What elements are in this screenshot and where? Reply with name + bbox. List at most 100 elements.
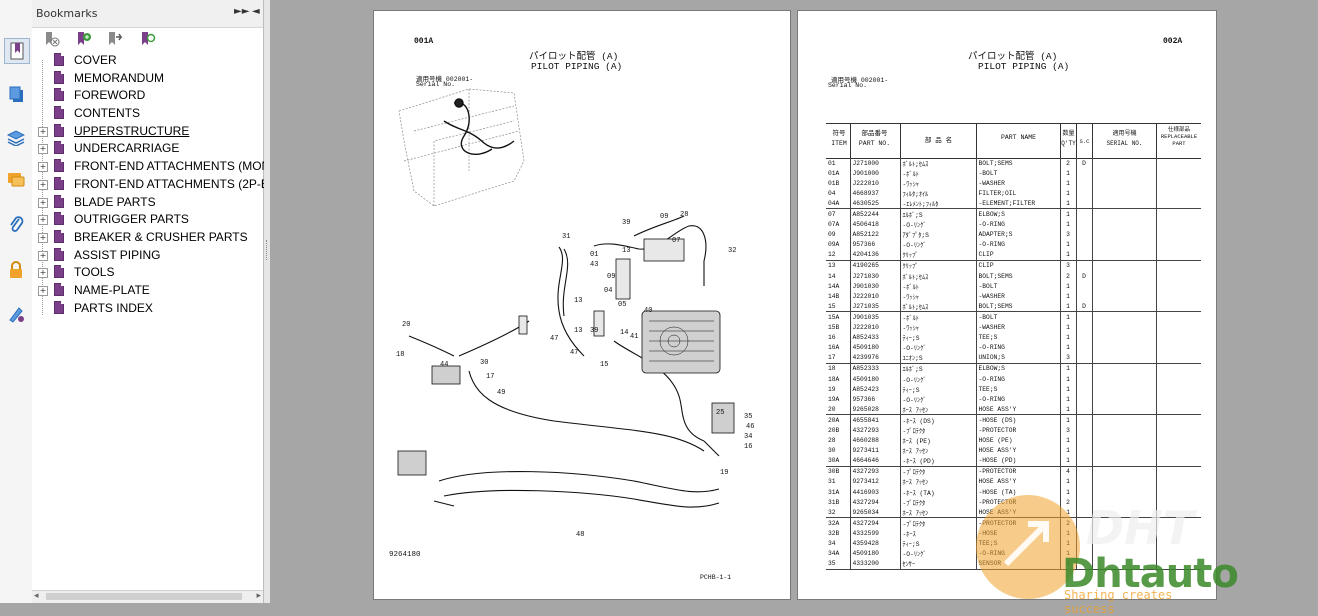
bookmark-item[interactable]: +TOOLS bbox=[32, 264, 263, 282]
table-cell bbox=[1155, 301, 1201, 313]
expand-icon[interactable]: + bbox=[38, 126, 48, 137]
table-cell: 4664646 bbox=[849, 455, 900, 467]
panel-splitter[interactable] bbox=[264, 0, 270, 603]
expand-icon[interactable]: + bbox=[38, 285, 48, 296]
table-cell bbox=[1155, 394, 1201, 405]
scroll-left-arrow-icon[interactable]: ◂ bbox=[34, 591, 39, 601]
table-cell: 19A bbox=[828, 395, 840, 403]
table-cell: -ELEMENT;FILTER bbox=[975, 198, 1060, 210]
table-cell bbox=[1075, 322, 1092, 333]
table-cell: 07A bbox=[828, 221, 840, 229]
bookmark-item[interactable]: +ASSIST PIPING bbox=[32, 247, 263, 265]
table-cell: -BOLT bbox=[975, 281, 1060, 292]
callout-label: 16 bbox=[744, 443, 753, 451]
table-cell: 09A bbox=[828, 241, 840, 249]
table-cell bbox=[1155, 466, 1201, 477]
bookmark-item[interactable]: +FRONT-END ATTACHMENTS (MON bbox=[32, 158, 270, 176]
scroll-right-arrow-icon[interactable]: ▸ bbox=[256, 591, 261, 601]
title-en: PILOT PIPING (A) bbox=[531, 61, 623, 72]
table-cell: 3 bbox=[1059, 425, 1076, 436]
table-cell: J271030 bbox=[849, 271, 900, 282]
bookmark-item[interactable]: FOREWORD bbox=[32, 87, 263, 105]
table-cell: 15 bbox=[826, 301, 850, 313]
table-cell bbox=[1155, 208, 1201, 220]
bookmarks-panel-button[interactable] bbox=[4, 38, 30, 64]
table-cell bbox=[1155, 352, 1201, 364]
signatures-button[interactable] bbox=[4, 302, 28, 326]
bookmark-item[interactable]: CONTENTS bbox=[32, 105, 263, 123]
table-cell: 1 bbox=[1059, 281, 1076, 292]
table-cell: 4509180 bbox=[849, 548, 900, 559]
expand-bookmark-button[interactable] bbox=[106, 30, 124, 48]
parts-table-wrap: 01J271000ﾎﾞﾙﾄ;ｾﾑｽBOLT;SEMS2D01AJ901000-ﾎ… bbox=[826, 158, 1201, 570]
table-cell: -BOLT bbox=[975, 311, 1060, 323]
table-cell: ﾃｨｰ;S bbox=[899, 384, 976, 395]
expand-icon[interactable]: + bbox=[38, 232, 48, 243]
figure-number: 9264180 bbox=[389, 551, 421, 559]
bookmark-item[interactable]: +BLADE PARTS bbox=[32, 194, 263, 212]
bookmark-item[interactable]: COVER bbox=[32, 52, 263, 70]
panel-options-icon[interactable]: ►► bbox=[234, 6, 250, 17]
bookmark-item[interactable]: +BREAKER & CRUSHER PARTS bbox=[32, 229, 263, 247]
table-cell: 09 bbox=[828, 231, 836, 239]
expand-icon[interactable]: + bbox=[38, 268, 48, 279]
table-cell: D bbox=[1075, 271, 1092, 282]
table-cell: 1 bbox=[1059, 455, 1076, 467]
table-cell bbox=[1091, 435, 1156, 446]
delete-bookmark-button[interactable] bbox=[42, 30, 60, 48]
attachments-button[interactable] bbox=[4, 212, 28, 236]
table-cell: -O-ﾘﾝｸﾞ bbox=[899, 342, 976, 353]
bookmark-item[interactable]: PARTS INDEX bbox=[32, 300, 263, 318]
table-cell bbox=[1155, 322, 1201, 333]
panel-title: Bookmarks bbox=[36, 7, 98, 20]
bookmark-item[interactable]: + FRONT-END ATTACHMENTS (2P-B bbox=[32, 176, 269, 194]
bookmark-item[interactable]: MEMORANDUM bbox=[32, 70, 263, 88]
expand-icon[interactable]: + bbox=[38, 162, 48, 173]
expand-icon[interactable]: + bbox=[38, 197, 48, 208]
table-cell bbox=[1155, 178, 1201, 189]
bookmark-label: FRONT-END ATTACHMENTS (2P-B bbox=[74, 176, 269, 191]
table-cell: 1 bbox=[1059, 311, 1076, 323]
table-cell bbox=[1075, 476, 1092, 487]
expand-icon[interactable]: + bbox=[38, 250, 48, 261]
table-cell bbox=[1155, 168, 1201, 179]
table-cell: 1 bbox=[1059, 342, 1076, 353]
table-cell: -ﾜｯｼｬ bbox=[899, 291, 976, 302]
expand-icon[interactable]: + bbox=[38, 215, 48, 226]
table-cell: 9265028 bbox=[849, 404, 900, 416]
header-partno-jp: 部品番号 bbox=[861, 130, 888, 137]
bookmark-item[interactable]: +UNDERCARRIAGE bbox=[32, 140, 263, 158]
layers-button[interactable] bbox=[4, 126, 28, 150]
table-cell: 32B bbox=[828, 529, 840, 537]
page-thumbnails-button[interactable] bbox=[4, 82, 28, 106]
delete-bookmark-icon bbox=[46, 32, 60, 47]
table-cell: 4 bbox=[1059, 466, 1076, 477]
expand-bookmark-icon bbox=[109, 32, 123, 45]
table-cell bbox=[1091, 373, 1156, 385]
expand-icon[interactable]: + bbox=[38, 144, 48, 155]
table-cell bbox=[1075, 455, 1092, 467]
collapse-panel-icon[interactable]: ◄ bbox=[252, 6, 260, 17]
expand-icon[interactable]: + bbox=[38, 179, 48, 190]
bookmark-item[interactable]: +OUTRIGGER PARTS bbox=[32, 211, 263, 229]
header-item-en: ITEM bbox=[831, 140, 847, 147]
table-cell bbox=[1075, 249, 1092, 261]
comments-button[interactable] bbox=[4, 168, 28, 192]
table-cell bbox=[1155, 219, 1201, 230]
find-bookmark-button[interactable] bbox=[138, 30, 156, 48]
bookmark-item[interactable]: +UPPERSTRUCTURE bbox=[32, 123, 263, 141]
table-cell bbox=[1091, 455, 1156, 467]
bookmark-item[interactable]: +NAME-PLATE bbox=[32, 282, 263, 300]
table-cell: ELBOW;S bbox=[975, 208, 1060, 220]
new-bookmark-button[interactable] bbox=[74, 30, 92, 48]
security-button[interactable] bbox=[4, 258, 28, 282]
horizontal-scrollbar[interactable]: ◂ ▸ bbox=[32, 590, 263, 603]
table-cell bbox=[1155, 158, 1201, 169]
scrollbar-thumb[interactable] bbox=[46, 593, 242, 600]
table-cell: 3 bbox=[1059, 260, 1076, 272]
table-cell: 2 bbox=[1059, 497, 1076, 508]
